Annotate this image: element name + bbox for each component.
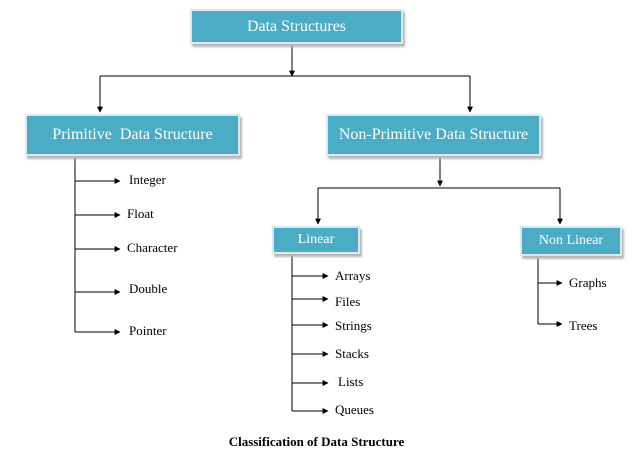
non-linear-node: Non Linear [520, 226, 622, 256]
leaf-lists: Lists [338, 374, 364, 389]
leaf-stacks: Stacks [335, 346, 369, 361]
leaf-trees: Trees [569, 318, 598, 333]
linear-node: Linear [272, 226, 360, 254]
leaf-double: Double [129, 281, 168, 296]
leaf-pointer: Pointer [129, 323, 167, 338]
leaf-float: Float [127, 206, 154, 221]
leaf-queues: Queues [335, 402, 374, 417]
primitive-node: Primitive Data Structure [25, 114, 240, 156]
leaf-arrays: Arrays [335, 268, 371, 283]
leaf-character: Character [127, 240, 178, 255]
leaf-graphs: Graphs [569, 275, 607, 290]
leaf-strings: Strings [335, 318, 372, 333]
non-primitive-node: Non-Primitive Data Structure [326, 114, 541, 156]
leaf-integer: Integer [129, 172, 166, 187]
figure-caption: Classification of Data Structure [228, 434, 405, 449]
leaf-files: Files [335, 294, 361, 309]
root-node: Data Structures [190, 9, 403, 44]
